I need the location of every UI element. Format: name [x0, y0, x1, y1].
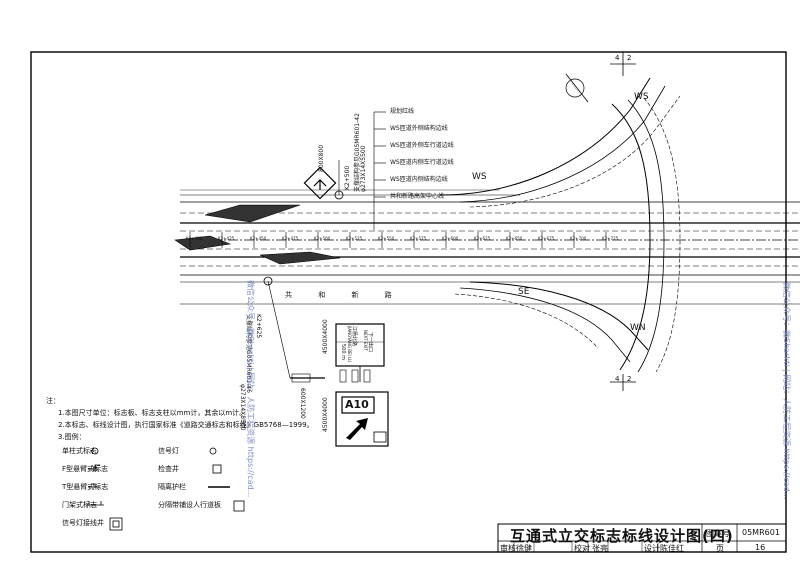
legend-signal-well: 信号灯接线井 — [62, 519, 104, 527]
checker-name: 张亮 — [592, 544, 608, 553]
callout-5: WS匝道内侧结构边线 — [390, 176, 448, 183]
mid-dim: 600X1200 — [299, 388, 306, 419]
review-label: 审核 — [500, 544, 516, 553]
ramp-label-wn: WN — [630, 323, 646, 333]
station-k2-575: K2+575 — [410, 236, 427, 241]
legend-gantry: 门架式标志 — [62, 501, 97, 509]
ramp-label-ws-right: WS — [634, 92, 649, 102]
left-sign-dim: 800X800 — [318, 144, 325, 172]
grid-mark-bottom-right: 2 — [627, 375, 632, 383]
sheet-border — [30, 51, 787, 553]
station-k2-625: K2+625 — [474, 236, 491, 241]
grid-mark-bottom-left: 4 — [615, 375, 620, 383]
road-name: 共 和 新 路 — [285, 291, 404, 299]
note-1: 1.本图尺寸单位：标志板、标志支柱以mm计，其余以m计。 — [58, 409, 247, 417]
exit-sign-panel — [335, 323, 385, 383]
route-sign-panel — [335, 391, 389, 447]
ramp-label-se: SE — [518, 287, 530, 297]
bottom-support-station: K2+625 — [255, 314, 262, 339]
atlas-label: 图集号 — [706, 529, 730, 538]
grid-mark-top-left: 4 — [615, 54, 620, 62]
exit-sign-line2: NEXT EXIT — [363, 330, 368, 351]
exit-sign-distance: 500 m — [340, 344, 346, 361]
callout-4: WS匝道内侧车行道边线 — [390, 159, 454, 166]
station-k2-500: K2+500 — [314, 236, 331, 241]
callout-6: 共和新路高架中心线 — [390, 193, 445, 200]
exit-sign-line1: 下一出口 — [367, 332, 373, 353]
drawing-title: 互通式立交标志标线设计图(四) — [510, 527, 734, 545]
callout-2: WS匝道外侧结构边线 — [390, 125, 448, 132]
legend-single-post: 单柱式标志 — [62, 447, 97, 455]
bottom-support-post — [263, 276, 325, 383]
ramp-label-ws: WS — [472, 172, 487, 182]
callout-1: 规划红线 — [390, 108, 415, 115]
route-sign-dim: 4500X4000 — [322, 397, 329, 432]
station-k2-450: K2+450 — [250, 236, 267, 241]
top-support-post — [334, 160, 344, 200]
north-arrow-icon — [565, 73, 589, 103]
station-k2-475: K2+475 — [282, 236, 299, 241]
reviewer-name: 徐健 — [516, 544, 532, 553]
page-number: 16 — [755, 543, 766, 552]
exit-sign-line3: 江杨北路 — [351, 326, 357, 347]
atlas-number: 05MR601 — [742, 528, 780, 537]
legend-symbols — [86, 447, 245, 531]
gore-hatching — [174, 204, 341, 265]
station-k2-650: K2+650 — [506, 236, 523, 241]
note-2: 2.本标志、标线设计图，执行国家标准《道路交通标志和标线》GB5768—1999… — [58, 421, 314, 429]
station-k2-675: K2+675 — [538, 236, 555, 241]
callout-3: WS匝道外侧车行道边线 — [390, 142, 454, 149]
watermark-right: 微信公众号：微Sharkti | 网站：人防工程资源 https://cad..… — [782, 282, 791, 500]
ramp-curves — [439, 77, 681, 373]
callout-leaders — [373, 111, 386, 230]
design-label: 设计 — [644, 544, 660, 553]
top-support-station: K2+500 — [344, 165, 351, 190]
legend-t-cantilever: T型悬臂式标志 — [62, 483, 109, 491]
designer-name: 陈佳红 — [660, 544, 684, 553]
legend-signal-light: 信号灯 — [158, 447, 179, 455]
grid-mark-top-right: 2 — [627, 54, 632, 62]
note-3: 3.图例： — [58, 433, 86, 441]
exit-sign-dim: 4500X4000 — [322, 319, 329, 354]
exit-sign-line4: JIANGYANG BEI LU — [347, 326, 352, 362]
route-sign-number: A10 — [345, 398, 369, 411]
station-ticks — [189, 232, 607, 248]
top-support-size: φ273X14X5500 — [360, 145, 367, 192]
watermark-left: 微信公众号：微Sharkti | 网站：人防工程资源 https://cad..… — [246, 280, 255, 498]
station-k2-725: K2+725 — [602, 236, 619, 241]
notes-label: 注： — [46, 397, 60, 405]
station-k2-700: K2+700 — [570, 236, 587, 241]
legend-manhole: 检查井 — [158, 465, 179, 473]
station-k2-550: K2+550 — [378, 236, 395, 241]
check-label: 校对 — [574, 544, 590, 553]
station-k2-525: K2+525 — [346, 236, 363, 241]
station-k2-425: K2+425 — [218, 236, 235, 241]
title-block — [497, 523, 787, 553]
page-label: 页 — [716, 544, 724, 553]
station-k2-400: K2+400 — [186, 236, 203, 241]
legend-guardrail: 隔离护栏 — [158, 483, 186, 491]
station-k2-600: K2+600 — [442, 236, 459, 241]
legend-sidewalk-paving: 分隔带铺设人行道板 — [158, 501, 221, 509]
left-diamond-sign — [303, 166, 337, 200]
legend-f-cantilever: F型悬臂式标志 — [62, 465, 109, 473]
